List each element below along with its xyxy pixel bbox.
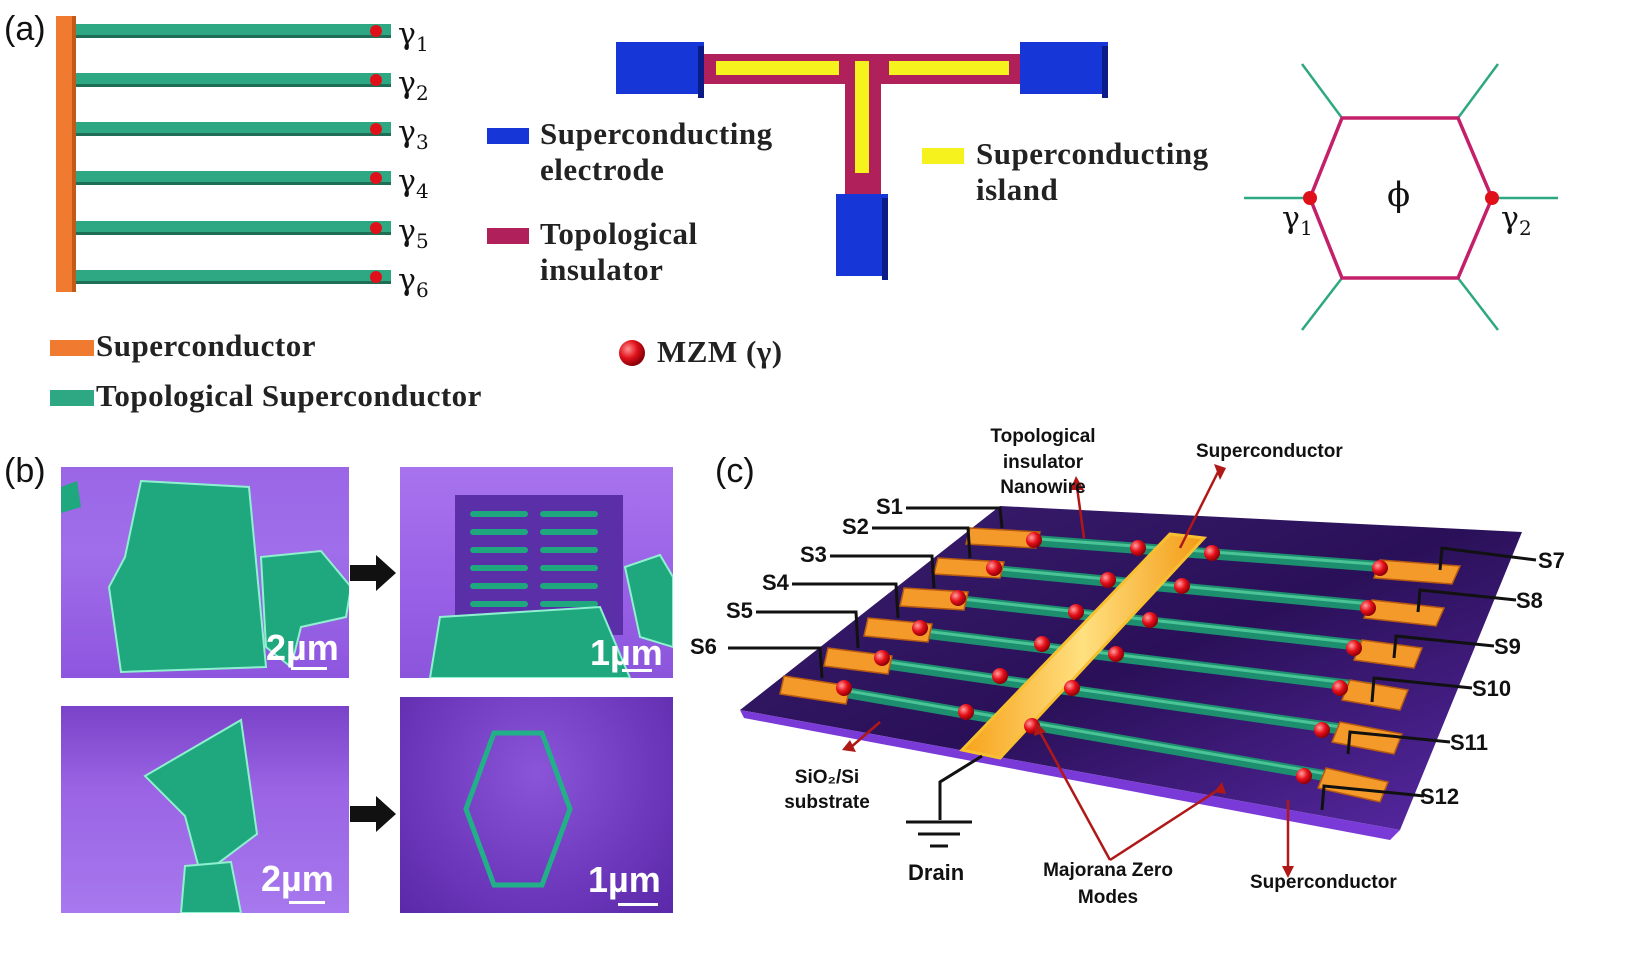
t-junction-diagram — [616, 42, 1108, 280]
substrate-line-1: SiO₂/Si — [794, 767, 860, 788]
label-drain: Drain — [908, 860, 965, 885]
label-substrate: SiO₂/Si substrate — [772, 766, 882, 815]
gamma-label-5: γ5 — [398, 214, 429, 253]
mzm-line-2: Modes — [1077, 886, 1139, 908]
lead-label-s11: S11 — [1450, 730, 1488, 755]
legend-label-ti: Topological insulator — [540, 216, 698, 287]
panel-b-label: (b) — [4, 452, 46, 490]
lead-label-s7: S7 — [1538, 548, 1565, 573]
right-leader-lines — [1320, 546, 1537, 811]
lead-label-s8: S8 — [1516, 588, 1543, 613]
scale-bar-1 — [291, 667, 327, 670]
nanowire-comb-diagram — [56, 16, 391, 292]
lead-label-s12: S12 — [1420, 784, 1460, 809]
drain-ground-icon — [906, 754, 983, 848]
lead-label-s4: S4 — [762, 570, 789, 595]
legend-label-island: Superconducting island — [976, 136, 1209, 207]
mzm-spheres — [836, 532, 1388, 784]
gamma-label-6: γ6 — [398, 263, 429, 302]
mzm-line-1: Majorana Zero — [1043, 860, 1173, 881]
legend-swatch-superconductor — [50, 340, 94, 356]
hex-mzm-left — [1303, 191, 1317, 205]
legend-swatch-island — [922, 148, 964, 164]
legend-label-topological-superconductor: Topological Superconductor — [96, 378, 482, 413]
ti-nanowire-line-1: Topological insulator — [990, 426, 1096, 473]
island-segments — [716, 61, 1009, 173]
ti-line-1: Topological — [540, 216, 698, 251]
label-superconductor-top: Superconductor — [1196, 441, 1343, 462]
lead-label-s1: S1 — [876, 494, 903, 519]
panel-a-label: (a) — [4, 10, 46, 48]
left-pads — [779, 527, 1041, 705]
annotation-arrows — [842, 464, 1294, 878]
scale-bar-label-1: 2µm — [266, 627, 339, 668]
panel-c-label: (c) — [715, 452, 755, 490]
sem-image-flake-1: 2µm — [61, 467, 349, 678]
lead-label-s6: S6 — [690, 634, 717, 659]
sem-image-hexagon: 1µm — [400, 697, 673, 913]
ti-line-2: insulator — [540, 251, 664, 287]
lead-label-s2: S2 — [842, 514, 869, 539]
electrode-line-1: Superconducting — [540, 116, 773, 151]
hex-gamma-2: γ2 — [1501, 201, 1532, 240]
mzm-dots — [370, 25, 382, 283]
lead-label-s3: S3 — [800, 542, 827, 567]
gamma-label-2: γ2 — [398, 66, 429, 105]
gamma-label-4: γ4 — [398, 164, 429, 203]
hex-mzm-right — [1485, 191, 1499, 205]
scale-bar-2 — [622, 669, 652, 672]
electrode-line-2: electrode — [540, 151, 665, 187]
hexagon-leads — [1244, 63, 1558, 331]
scale-bar-3 — [289, 901, 325, 904]
right-pads — [1316, 559, 1462, 803]
substrate-line-2: substrate — [784, 791, 870, 813]
arrow-right-icon-1 — [350, 555, 396, 591]
island-line-1: Superconducting — [976, 136, 1209, 171]
legend-label-electrode: Superconducting electrode — [540, 116, 773, 187]
lead-label-s10: S10 — [1472, 676, 1512, 701]
legend-swatch-electrode — [487, 128, 529, 144]
ti-nanowire-line-2: Nanowire — [1000, 477, 1086, 499]
legend-mzm-dot — [619, 340, 645, 366]
legend-label-mzm: MZM (γ) — [657, 334, 783, 369]
scale-bar-4 — [618, 903, 658, 906]
gamma-label-1: γ1 — [398, 17, 429, 56]
scale-bar-label-4: 1µm — [588, 859, 661, 900]
substrate — [740, 506, 1522, 830]
lead-label-s9: S9 — [1494, 634, 1521, 659]
legend-swatch-ti — [487, 228, 529, 244]
device-3d-diagram — [728, 464, 1537, 878]
scale-bar-label-2: 1µm — [590, 632, 663, 673]
central-superconductor — [959, 532, 1208, 760]
sem-image-flake-2: 2µm — [61, 706, 349, 913]
sem-image-patterned-1: 1µm — [400, 467, 673, 678]
left-leader-lines — [728, 506, 1004, 679]
label-majorana-zero-modes: Majorana Zero Modes — [1018, 858, 1198, 911]
electrodes — [616, 42, 1108, 280]
hexagon-diagram — [1244, 63, 1558, 331]
hex-gamma-1: γ1 — [1282, 201, 1313, 240]
topological-wires — [76, 24, 391, 284]
hex-phi-label: ϕ — [1387, 175, 1411, 215]
island-line-2: island — [976, 171, 1059, 207]
legend-swatch-topological-superconductor — [50, 390, 94, 406]
label-superconductor-bottom: Superconductor — [1250, 872, 1397, 893]
legend-label-superconductor: Superconductor — [96, 328, 317, 363]
arrow-right-icon-2 — [350, 796, 396, 832]
superconductor-bar — [56, 16, 76, 292]
scale-bar-label-3: 2µm — [261, 858, 334, 899]
gamma-label-3: γ3 — [398, 115, 429, 154]
label-ti-nanowire: Topological insulator Nanowire — [948, 424, 1138, 501]
lead-label-s5: S5 — [726, 598, 753, 623]
